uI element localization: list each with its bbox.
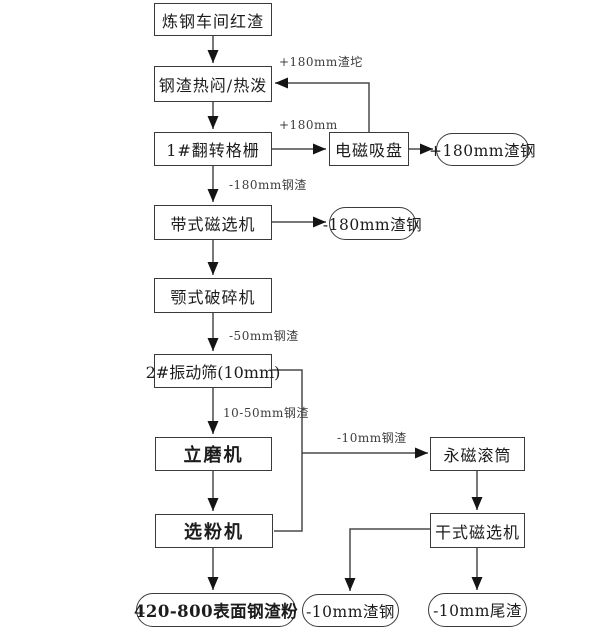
- node-jaw-crusher: 颚式破碎机: [154, 278, 272, 313]
- node-red-slag: 炼钢车间红渣: [154, 3, 272, 36]
- edge-label-plus180: +180mm: [279, 118, 338, 132]
- edge-label-minus180: -180mm钢渣: [229, 178, 307, 192]
- node-vertical-mill: 立磨机: [155, 437, 272, 471]
- edge-label-minus50: -50mm钢渣: [229, 329, 299, 343]
- node-hot-stewing: 钢渣热闷/热泼: [154, 66, 272, 102]
- line-vibrating-screen-to-powder-classifier: [272, 369, 303, 532]
- node-product-powder: 420-800表面钢渣粉: [134, 593, 298, 627]
- arrow-electromagnet-to-hot-stewing: [275, 77, 370, 132]
- node-magnetic-drum: 永磁滚筒: [430, 437, 525, 471]
- node-minus10-tailings: -10mm尾渣: [428, 593, 527, 627]
- edge-label-minus10: -10mm钢渣: [337, 431, 407, 445]
- node-belt-separator: 带式磁选机: [154, 205, 272, 240]
- node-plus180-steel: +180mm渣钢: [429, 133, 535, 166]
- edge-label-plus180-lump: +180mm渣坨: [279, 55, 363, 69]
- edge-label-mid10-50: 10-50mm钢渣: [223, 406, 309, 420]
- node-electromagnet: 电磁吸盘: [329, 132, 409, 166]
- node-minus180-steel: -180mm渣钢: [323, 207, 422, 240]
- node-powder-classifier: 选粉机: [155, 514, 273, 548]
- arrow-dry-separator-to-minus10-steel: [344, 528, 430, 591]
- node-dry-separator: 干式磁选机: [430, 513, 525, 548]
- node-minus10-steel: -10mm渣钢: [302, 594, 399, 627]
- node-flip-grid: 1#翻转格栅: [154, 132, 272, 166]
- node-vibrating-screen: 2#振动筛(10mm): [146, 354, 280, 388]
